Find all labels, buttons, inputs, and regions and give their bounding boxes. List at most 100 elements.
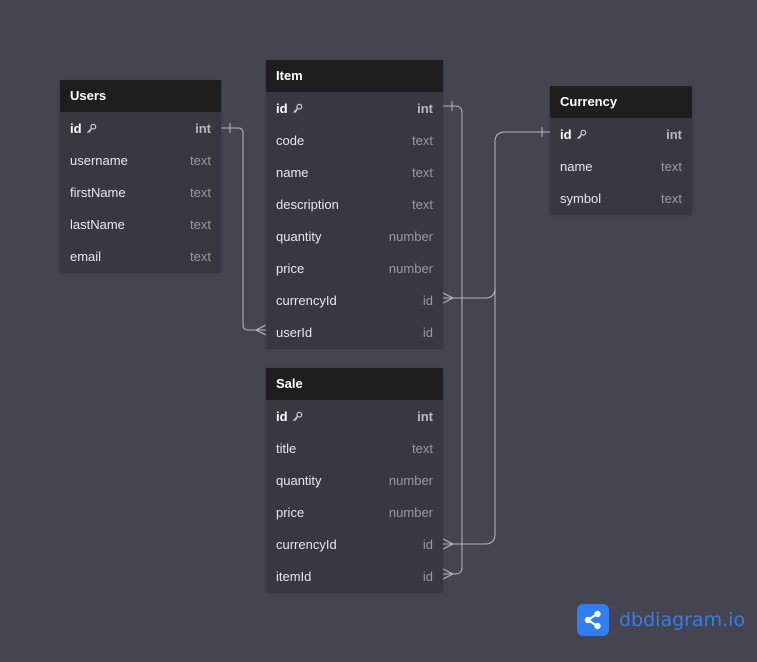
field-type: id xyxy=(422,536,433,552)
field-name: userId xyxy=(276,325,312,340)
field-row-currency-id[interactable]: id int xyxy=(550,118,692,150)
field-row-users-id[interactable]: id int xyxy=(60,112,221,144)
field-type: text xyxy=(412,440,433,456)
field-name-text: code xyxy=(276,132,305,148)
field-type: text xyxy=(190,184,211,200)
field-row-sale-itemId[interactable]: itemId id xyxy=(266,560,443,592)
field-name: username xyxy=(70,153,128,168)
field-name: quantity xyxy=(276,229,322,244)
field-name: id xyxy=(276,101,303,116)
many-marker xyxy=(442,568,455,580)
field-name-text: name xyxy=(276,164,309,180)
field-name-text: id xyxy=(560,126,572,142)
field-type: number xyxy=(388,472,433,488)
field-type: number xyxy=(388,260,433,276)
field-row-users-email[interactable]: email text xyxy=(60,240,221,272)
field-row-item-description[interactable]: description text xyxy=(266,188,443,220)
field-type: id xyxy=(422,292,433,308)
field-name-text: quantity xyxy=(276,472,322,488)
relation-users-item xyxy=(221,127,266,331)
field-row-item-price[interactable]: price number xyxy=(266,252,443,284)
field-type: int xyxy=(417,408,433,424)
field-row-item-id[interactable]: id int xyxy=(266,92,443,124)
field-type: text xyxy=(412,164,433,180)
field-type: text xyxy=(661,190,682,206)
field-name: currencyId xyxy=(276,293,337,308)
field-row-users-firstName[interactable]: firstName text xyxy=(60,176,221,208)
field-type: text xyxy=(412,196,433,212)
relation-item-sale xyxy=(443,105,463,575)
field-name-text: email xyxy=(70,248,102,264)
field-name-text: currencyId xyxy=(276,536,337,552)
field-row-sale-id[interactable]: id int xyxy=(266,400,443,432)
field-row-sale-title[interactable]: title text xyxy=(266,432,443,464)
field-name: email xyxy=(70,249,101,264)
field-name-text: price xyxy=(276,260,305,276)
field-row-users-username[interactable]: username text xyxy=(60,144,221,176)
field-name-text: currencyId xyxy=(276,292,337,308)
field-type: text xyxy=(190,216,211,232)
field-name: name xyxy=(276,165,309,180)
field-name: quantity xyxy=(276,473,322,488)
field-name-text: description xyxy=(276,196,339,212)
field-name: lastName xyxy=(70,217,125,232)
key-icon xyxy=(292,103,303,114)
table-header-sale[interactable]: Sale xyxy=(266,368,443,400)
table-header-users[interactable]: Users xyxy=(60,80,221,112)
field-row-sale-price[interactable]: price number xyxy=(266,496,443,528)
field-row-item-code[interactable]: code text xyxy=(266,124,443,156)
field-type: int xyxy=(666,126,682,142)
field-type: int xyxy=(417,100,433,116)
field-type: number xyxy=(388,228,433,244)
field-row-currency-name[interactable]: name text xyxy=(550,150,692,182)
field-name: description xyxy=(276,197,339,212)
field-type: id xyxy=(422,324,433,340)
field-name: name xyxy=(560,159,593,174)
logo-text: dbdiagram.io xyxy=(619,609,746,631)
many-marker xyxy=(442,538,455,550)
table-header-currency[interactable]: Currency xyxy=(550,86,692,118)
field-type: text xyxy=(412,132,433,148)
field-name-text: id xyxy=(276,100,288,116)
field-type: text xyxy=(190,152,211,168)
table-header-item[interactable]: Item xyxy=(266,60,443,92)
field-row-item-name[interactable]: name text xyxy=(266,156,443,188)
field-name-text: id xyxy=(70,120,82,136)
field-name: title xyxy=(276,441,296,456)
field-row-currency-symbol[interactable]: symbol text xyxy=(550,182,692,214)
field-name-text: quantity xyxy=(276,228,322,244)
field-name: symbol xyxy=(560,191,601,206)
key-icon xyxy=(86,123,97,134)
field-name-text: firstName xyxy=(70,184,126,200)
field-name: price xyxy=(276,261,304,276)
field-name-text: symbol xyxy=(560,190,602,206)
field-name-text: lastName xyxy=(70,216,125,232)
field-row-item-userId[interactable]: userId id xyxy=(266,316,443,348)
field-type: text xyxy=(190,248,211,264)
field-row-users-lastName[interactable]: lastName text xyxy=(60,208,221,240)
table-sale[interactable]: Sale id int title text quantity number price num… xyxy=(266,368,443,592)
field-name: itemId xyxy=(276,569,311,584)
field-name-text: itemId xyxy=(276,568,312,584)
field-name: id xyxy=(560,127,587,142)
key-icon xyxy=(576,129,587,140)
field-type: int xyxy=(195,120,211,136)
field-type: number xyxy=(388,504,433,520)
field-name-text: username xyxy=(70,152,128,168)
field-name-text: name xyxy=(560,158,593,174)
field-name: currencyId xyxy=(276,537,337,552)
table-item[interactable]: Item id int code text name text description text… xyxy=(266,60,443,348)
field-row-item-quantity[interactable]: quantity number xyxy=(266,220,443,252)
field-row-item-currencyId[interactable]: currencyId id xyxy=(266,284,443,316)
field-row-sale-quantity[interactable]: quantity number xyxy=(266,464,443,496)
field-type: text xyxy=(661,158,682,174)
relation-currency-item xyxy=(443,131,550,299)
field-row-sale-currencyId[interactable]: currencyId id xyxy=(266,528,443,560)
table-currency[interactable]: Currency id int name text symbol text xyxy=(550,86,692,214)
dbdiagram-logo[interactable]: dbdiagram.io xyxy=(577,604,745,636)
field-name-text: id xyxy=(276,408,288,424)
field-type: id xyxy=(422,568,433,584)
field-name-text: price xyxy=(276,504,305,520)
